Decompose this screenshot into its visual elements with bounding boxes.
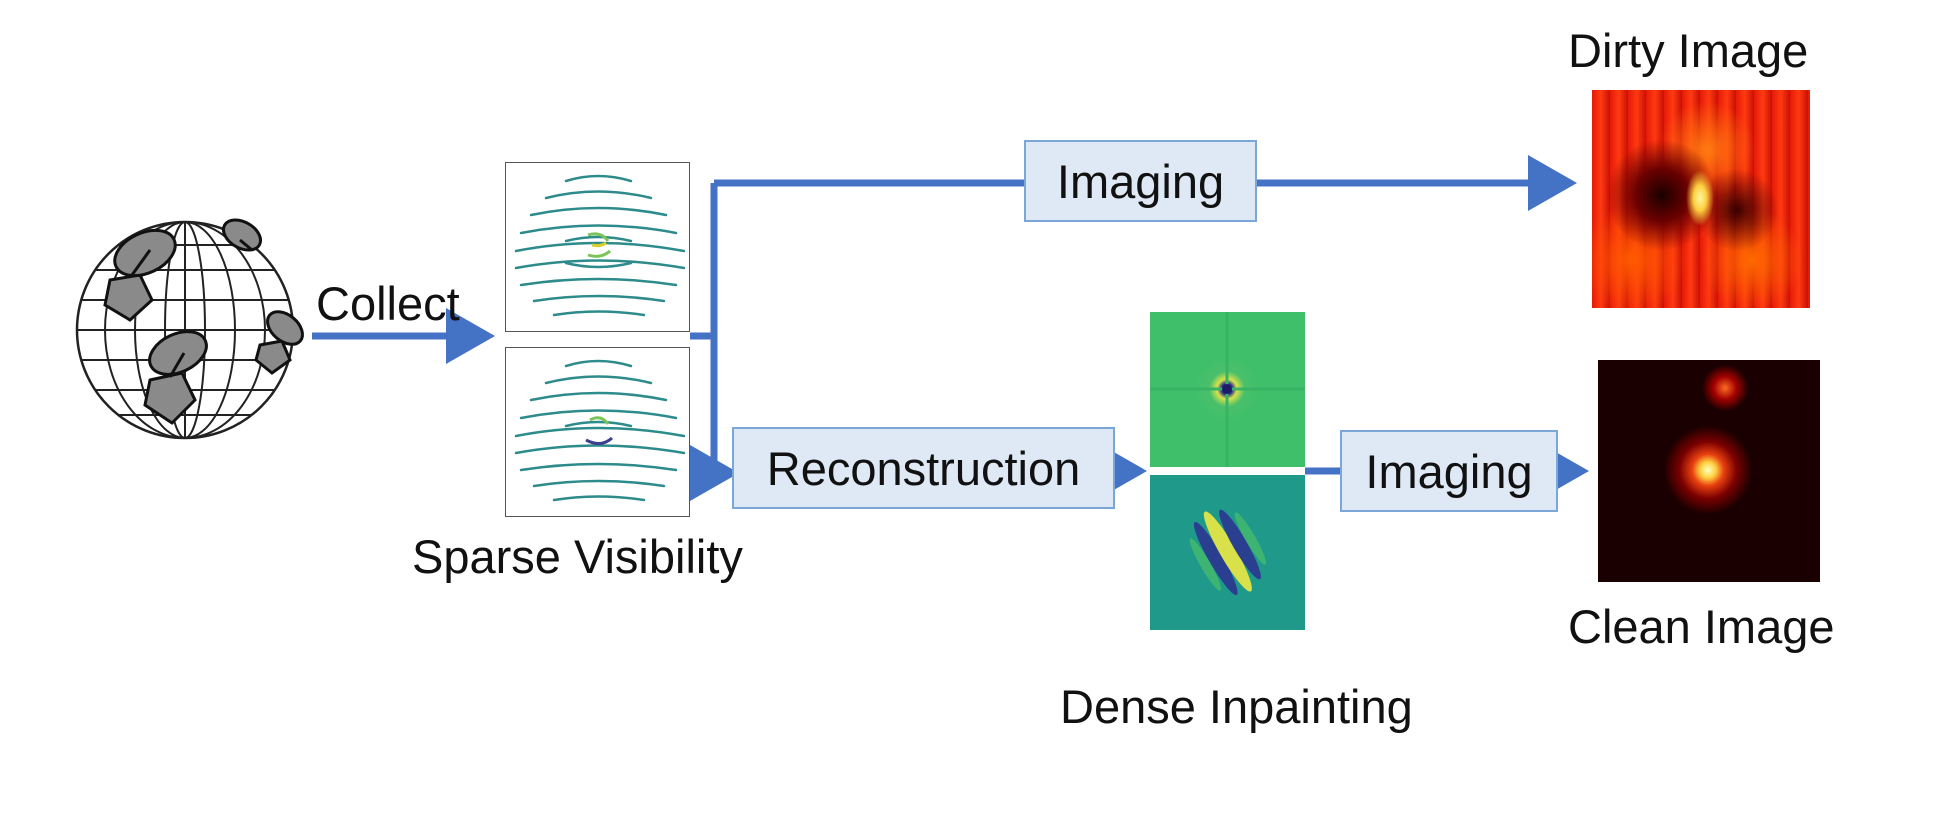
telescope-icon [222,218,262,252]
imaging-box-bottom: Imaging [1340,430,1558,512]
reconstruction-box: Reconstruction [732,427,1115,509]
branch-connector [690,183,718,473]
sparse-visibility-panel-top [505,162,690,332]
dirty-image-label: Dirty Image [1568,24,1809,77]
telescope-icon [254,310,304,375]
dense-inpainting-panel-bottom [1150,475,1305,630]
telescope-icon [143,330,208,425]
dense-inpainting-panel-top [1150,312,1305,467]
dirty-image [1592,90,1810,308]
dense-inpainting-label: Dense Inpainting [1060,680,1413,733]
imaging-box-top: Imaging [1024,140,1257,222]
clean-image-label: Clean Image [1568,600,1835,653]
collect-label: Collect [316,277,460,330]
clean-image [1598,360,1820,582]
sparse-visibility-label: Sparse Visibility [412,530,743,583]
sparse-visibility-panel-bottom [505,347,690,517]
telescope-icon [103,228,177,322]
telescope-array-globe-icon [75,218,304,440]
